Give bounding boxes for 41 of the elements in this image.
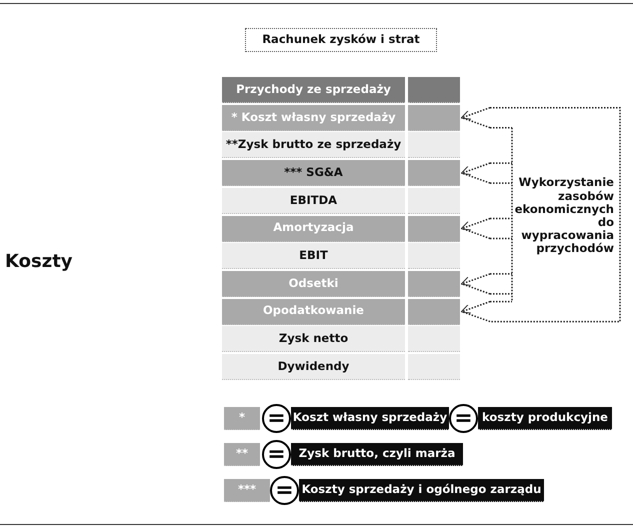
bracket-arrow [460, 106, 491, 128]
equals-circle: = [262, 404, 291, 433]
equals-circle: = [449, 404, 478, 433]
equals-circle: = [262, 440, 291, 469]
table-row: **Zysk brutto ze sprzedaży [222, 132, 405, 158]
table-row: Amortyzacja [222, 216, 405, 242]
table-row: Odsetki [222, 270, 405, 297]
table-row: EBIT [222, 243, 405, 270]
table-cell [408, 160, 460, 186]
table-cell [408, 270, 460, 297]
table-cell [408, 216, 460, 242]
table-cell [408, 132, 460, 158]
bracket-arrow [460, 273, 491, 295]
table-cell [408, 298, 460, 325]
definition-bar: Koszt własny sprzedaży [291, 407, 449, 430]
equals-circle: = [270, 476, 299, 505]
table-cell [408, 354, 460, 380]
footnote-mark: * [224, 407, 260, 430]
table-cell [408, 104, 460, 131]
definition-bar: koszty produkcyjne [478, 407, 612, 430]
bracket-arrow [460, 162, 491, 184]
title-box: Rachunek zysków i strat [245, 28, 437, 52]
definition-bar: Zysk brutto, czyli marża [291, 443, 463, 466]
table-row: Zysk netto [222, 326, 405, 352]
footnote-mark: ** [224, 443, 260, 466]
side-label: Koszty [5, 252, 73, 273]
table-cell [408, 326, 460, 352]
table-row: Opodatkowanie [222, 298, 405, 325]
table-row: Przychody ze sprzedaży [222, 77, 405, 103]
bracket-arrow [460, 300, 491, 322]
table-cell [408, 77, 460, 103]
table-row: * Koszt własny sprzedaży [222, 104, 405, 131]
bracket-arrow [460, 218, 491, 240]
table-row: Dywidendy [222, 354, 405, 380]
table-cell [408, 243, 460, 270]
table-cell [408, 188, 460, 214]
table-row: *** SG&A [222, 160, 405, 186]
footnote-mark: *** [224, 479, 270, 502]
table-row: EBITDA [222, 188, 405, 214]
definition-bar: Koszty sprzedaży i ogólnego zarządu [299, 479, 544, 502]
bracket-note: Wykorzystanie zasobów ekonomicznych do wypracowania przychodów [490, 96, 622, 336]
